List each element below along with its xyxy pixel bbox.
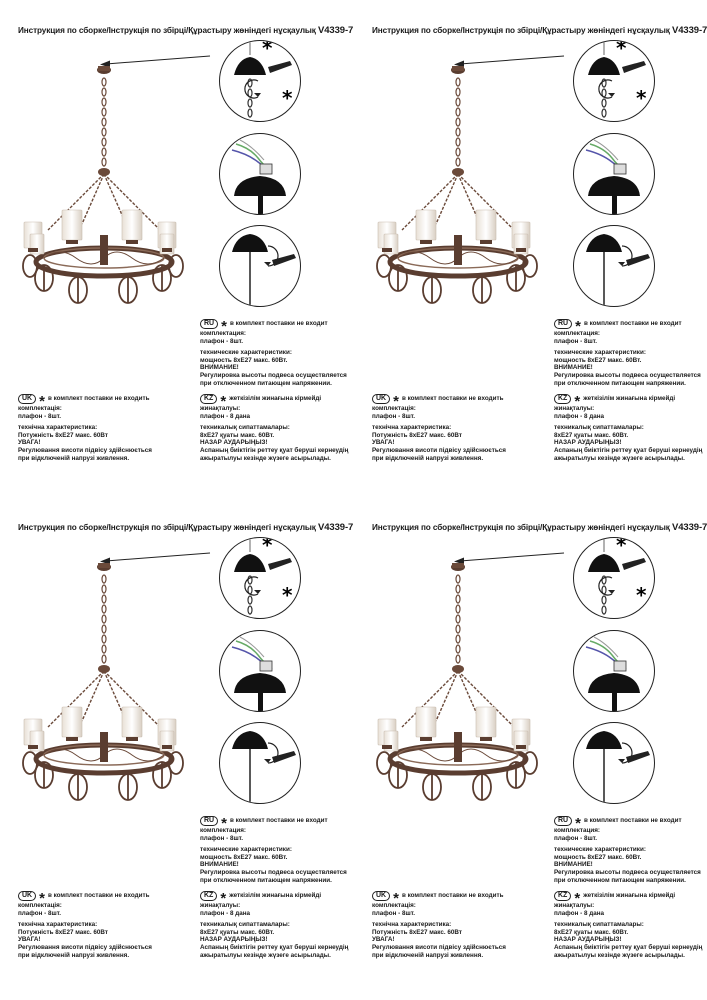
ru-instructions: RU*в комплект поставки не входит комплек…	[200, 814, 347, 884]
asterisk-icon: *	[220, 889, 227, 907]
ru-badge: RU	[200, 816, 219, 826]
kz-instructions: KZ*жеткізілім жинағына кірмейді жинақтал…	[200, 392, 349, 462]
asterisk-icon: *	[636, 86, 647, 110]
asterisk-icon: *	[221, 814, 227, 832]
step-1-diagram: * *	[219, 537, 301, 619]
arrow-left-icon	[100, 552, 211, 565]
ru-instructions: RU*в комплект поставки не входит комплек…	[554, 317, 701, 387]
kz-instructions: KZ*жеткізілім жинағына кірмейді жинақтал…	[554, 889, 703, 959]
kz-badge: KZ	[554, 394, 572, 404]
arrow-left-icon	[100, 55, 211, 68]
page-title: Инструкция по сборке/Інструкція по збірц…	[372, 25, 707, 36]
uk-instructions: UK*в комплект поставки не входить компле…	[372, 392, 506, 462]
asterisk-icon: *	[39, 392, 45, 410]
step-2-diagram	[219, 133, 301, 215]
uk-badge: UK	[18, 891, 37, 901]
uk-badge: UK	[372, 394, 391, 404]
step-1-diagram: * *	[219, 40, 301, 122]
asterisk-icon: *	[575, 317, 581, 335]
kz-badge: KZ	[200, 891, 218, 901]
instruction-sheet-4: Инструкция по сборке/Інструкція по збірц…	[354, 497, 707, 997]
asterisk-icon: *	[393, 889, 399, 907]
asterisk-icon: *	[636, 583, 647, 607]
chandelier-image	[376, 563, 538, 801]
uk-instructions: UK*в комплект поставки не входить компле…	[372, 889, 506, 959]
kz-badge: KZ	[554, 891, 572, 901]
asterisk-icon: *	[262, 538, 273, 557]
asterisk-icon: *	[282, 583, 293, 607]
kz-instructions: KZ*жеткізілім жинағына кірмейді жинақтал…	[554, 392, 703, 462]
asterisk-icon: *	[262, 41, 273, 60]
chandelier-image	[22, 563, 184, 801]
instruction-sheet-1: Инструкция по сборке/Інструкція по збірц…	[0, 0, 353, 500]
uk-instructions: UK*в комплект поставки не входить компле…	[18, 889, 152, 959]
arrow-left-icon	[454, 552, 565, 565]
asterisk-icon: *	[574, 889, 581, 907]
page-title: Инструкция по сборке/Інструкція по збірц…	[18, 522, 353, 533]
uk-instructions: UK*в комплект поставки не входить компле…	[18, 392, 152, 462]
asterisk-icon: *	[39, 889, 45, 907]
step-3-diagram	[219, 722, 301, 804]
step-1-diagram: * *	[573, 537, 655, 619]
asterisk-icon: *	[574, 392, 581, 410]
page-title: Инструкция по сборке/Інструкція по збірц…	[372, 522, 707, 533]
step-2-diagram	[573, 630, 655, 712]
asterisk-icon: *	[616, 41, 627, 60]
step-3-diagram	[219, 225, 301, 307]
kz-badge: KZ	[200, 394, 218, 404]
uk-badge: UK	[372, 891, 391, 901]
ru-instructions: RU*в комплект поставки не входит комплек…	[200, 317, 347, 387]
asterisk-icon: *	[575, 814, 581, 832]
chandelier-image	[376, 66, 538, 304]
asterisk-icon: *	[616, 538, 627, 557]
ru-instructions: RU*в комплект поставки не входит комплек…	[554, 814, 701, 884]
asterisk-icon: *	[393, 392, 399, 410]
page-title: Инструкция по сборке/Інструкція по збірц…	[18, 25, 353, 36]
ru-badge: RU	[554, 816, 573, 826]
asterisk-icon: *	[221, 317, 227, 335]
step-2-diagram	[573, 133, 655, 215]
step-2-diagram	[219, 630, 301, 712]
asterisk-icon: *	[220, 392, 227, 410]
instruction-sheet-3: Инструкция по сборке/Інструкція по збірц…	[0, 497, 353, 997]
ru-badge: RU	[200, 319, 219, 329]
uk-badge: UK	[18, 394, 37, 404]
instruction-sheet-2: Инструкция по сборке/Інструкція по збірц…	[354, 0, 707, 500]
ru-badge: RU	[554, 319, 573, 329]
asterisk-icon: *	[282, 86, 293, 110]
step-3-diagram	[573, 722, 655, 804]
kz-instructions: KZ*жеткізілім жинағына кірмейді жинақтал…	[200, 889, 349, 959]
arrow-left-icon	[454, 55, 565, 68]
chandelier-image	[22, 66, 184, 304]
step-1-diagram: * *	[573, 40, 655, 122]
step-3-diagram	[573, 225, 655, 307]
